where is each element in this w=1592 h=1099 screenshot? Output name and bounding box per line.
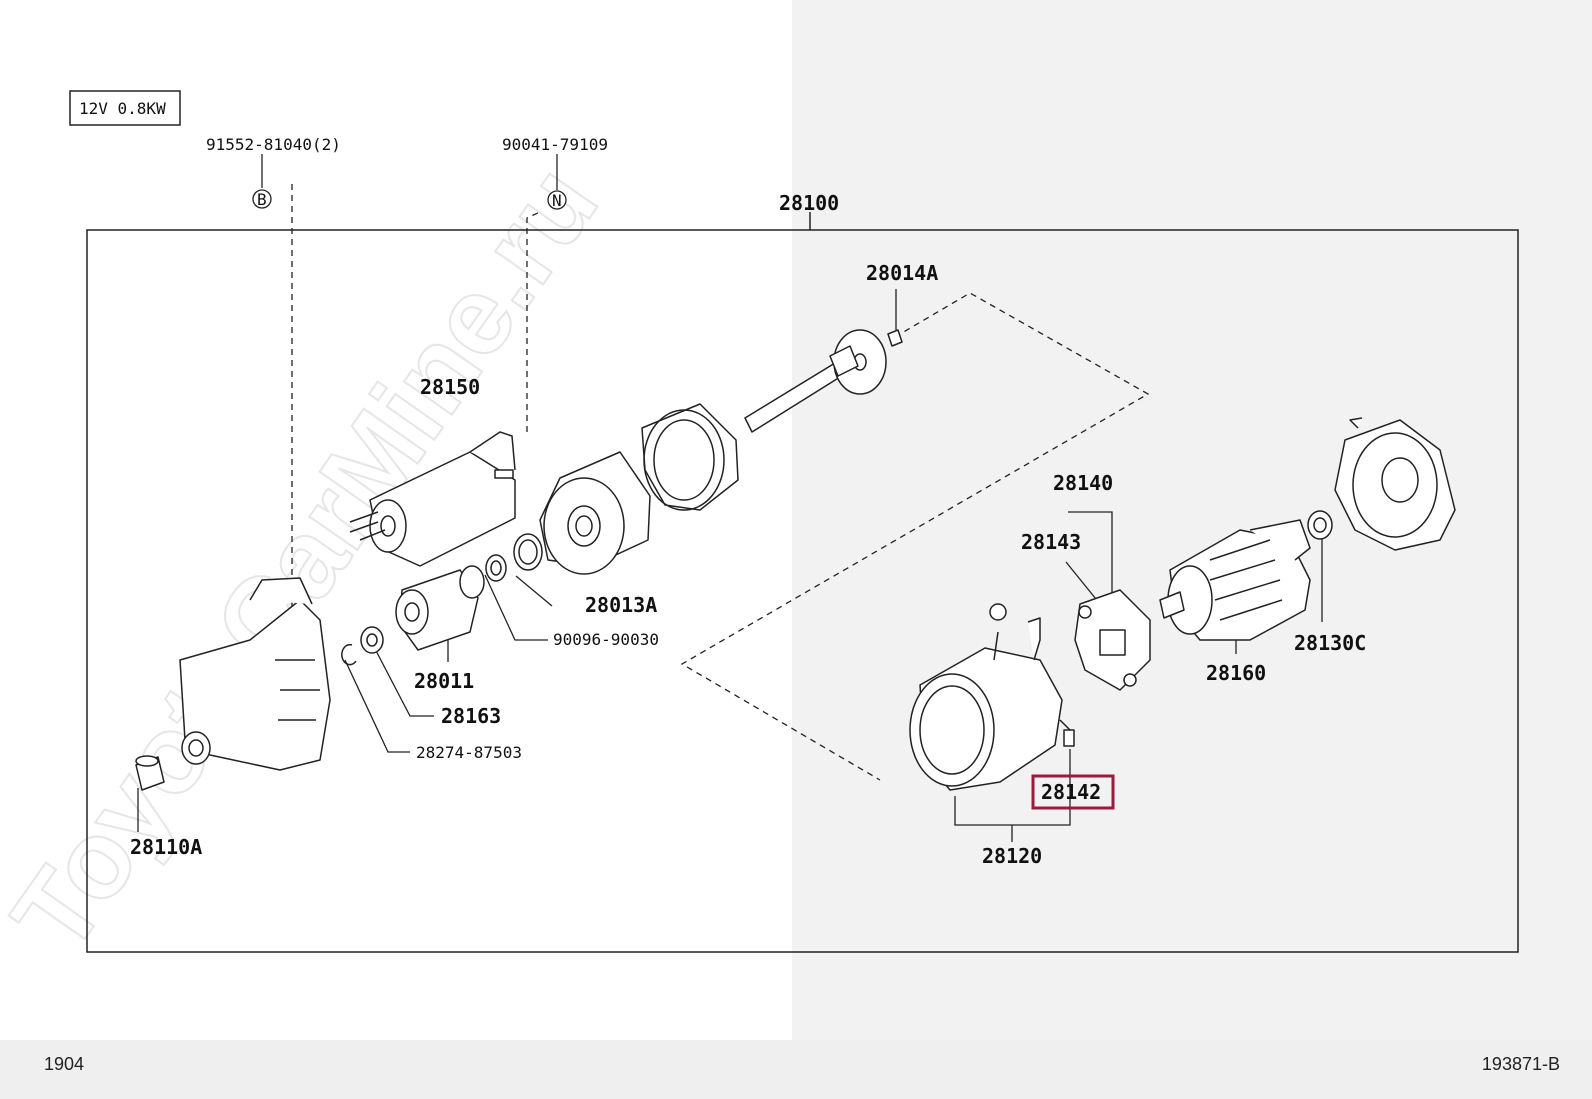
part-labels: 91552-81040(2) 90041-79109 28100 28014A … [130, 135, 1366, 868]
end-cover [1334, 417, 1456, 551]
grey-pane [792, 0, 1592, 1040]
drive-housing [179, 577, 331, 771]
part-label-28013a[interactable]: 28013A [585, 593, 657, 617]
part-label-28163[interactable]: 28163 [441, 704, 501, 728]
part-label-28100[interactable]: 28100 [779, 191, 839, 215]
part-label-90041-79109[interactable]: 90041-79109 [502, 135, 608, 154]
part-label-28140[interactable]: 28140 [1053, 471, 1113, 495]
bushing-28014a [887, 329, 903, 347]
part-label-28130c[interactable]: 28130C [1294, 631, 1366, 655]
clutch-28011 [395, 565, 485, 651]
diagram-viewer: ToyotaCarMine.ru 12V 0.8KW [0, 0, 1592, 1040]
brush-holder-28140 [1074, 589, 1151, 691]
planetary-shaft [744, 329, 887, 433]
part-label-28150[interactable]: 28150 [420, 375, 480, 399]
part-label-28011[interactable]: 28011 [414, 669, 474, 693]
part-label-28110a[interactable]: 28110A [130, 835, 202, 859]
callout-b: B [252, 189, 272, 209]
callout-n-letter: N [552, 191, 562, 210]
bearing-28013a [513, 533, 543, 571]
part-label-28274-87503[interactable]: 28274-87503 [416, 743, 522, 762]
part-label-28014a[interactable]: 28014A [866, 261, 938, 285]
c-ring [341, 643, 357, 666]
washer-28130c [1307, 510, 1333, 540]
callout-n: N [547, 190, 567, 210]
solenoid-28150 [349, 431, 516, 567]
bushing-28110a [135, 755, 165, 791]
exploded-parts-diagram: ToyotaCarMine.ru 12V 0.8KW [0, 90, 1519, 975]
assembly-frame [86, 229, 1519, 953]
part-label-28143[interactable]: 28143 [1021, 530, 1081, 554]
internal-gear [641, 403, 739, 511]
ring-90096 [485, 554, 507, 582]
gear-housing [539, 451, 651, 575]
part-label-28120[interactable]: 28120 [982, 844, 1042, 868]
callout-b-letter: B [257, 190, 267, 209]
footer-bar: 1904 193871-B [0, 1040, 1592, 1099]
selected-part-highlight[interactable]: 28142 [1031, 774, 1115, 810]
spec-label-box: 12V 0.8KW [69, 90, 181, 126]
page-number: 1904 [44, 1054, 85, 1074]
spec-label: 12V 0.8KW [79, 99, 166, 118]
leader-lines [137, 154, 1323, 842]
part-label-91552-81040[interactable]: 91552-81040(2) [206, 135, 341, 154]
part-label-28142[interactable]: 28142 [1041, 780, 1101, 804]
armature-28160 [1159, 519, 1311, 641]
washer-28163 [360, 626, 384, 654]
part-label-90096-90030[interactable]: 90096-90030 [553, 630, 659, 649]
part-label-28160[interactable]: 28160 [1206, 661, 1266, 685]
yoke-28120 [909, 603, 1075, 791]
illustration-code: 193871-B [1481, 1054, 1560, 1074]
